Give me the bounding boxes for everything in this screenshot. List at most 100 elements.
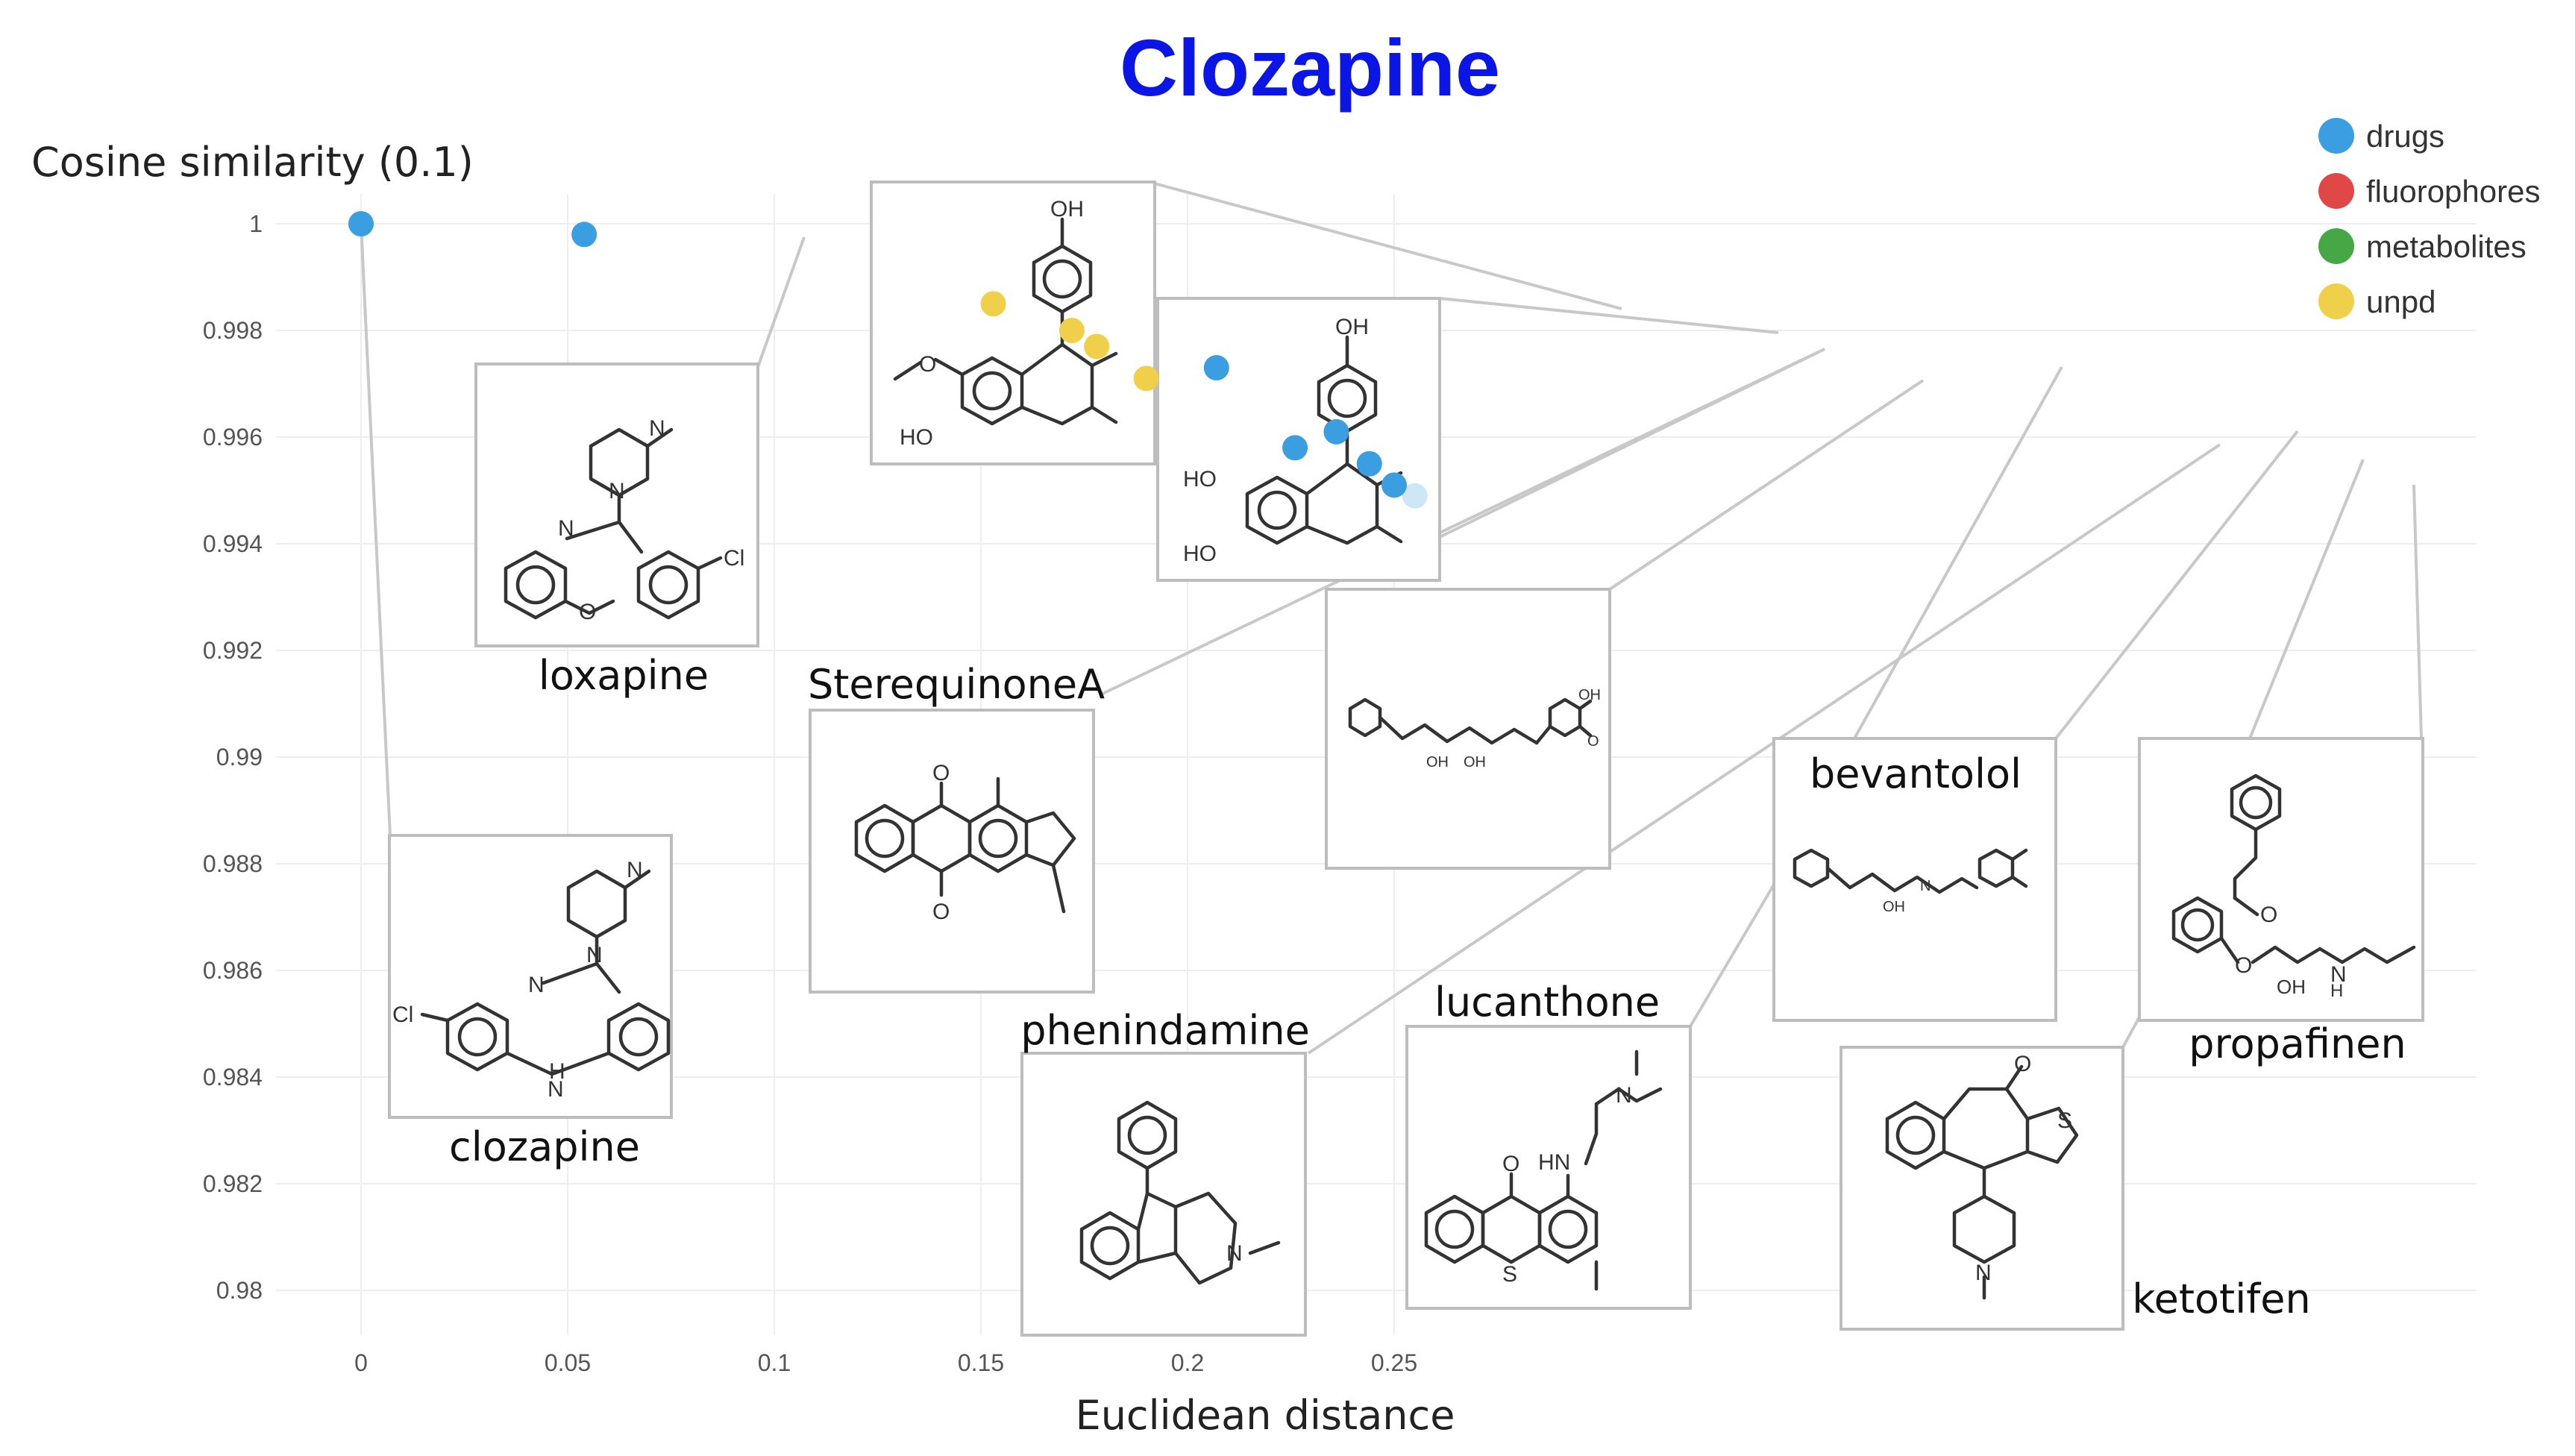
- leader-line-clozapine: [360, 223, 392, 836]
- svg-text:O: O: [2235, 953, 2252, 978]
- x-tick-label: 0.15: [958, 1349, 1004, 1376]
- y-axis-title: Cosine similarity (0.1): [31, 139, 474, 186]
- svg-text:O: O: [932, 761, 950, 785]
- chart-title: Clozapine: [1120, 22, 1500, 113]
- legend-marker-unpd[interactable]: [2318, 283, 2354, 319]
- svg-text:Cl: Cl: [724, 546, 744, 571]
- svg-text:OH: OH: [1883, 899, 1905, 915]
- data-point-drugs[interactable]: [1282, 435, 1308, 461]
- legend-label-unpd: unpd: [2366, 284, 2436, 319]
- leader-line-unpd-3: [1608, 379, 1925, 591]
- svg-text:OH: OH: [1050, 197, 1084, 222]
- legend-label-drugs: drugs: [2366, 119, 2444, 154]
- y-tick-label: 0.992: [203, 637, 263, 664]
- legend-marker-drugs[interactable]: [2318, 118, 2354, 154]
- svg-text:S: S: [1502, 1262, 1517, 1287]
- svg-text:HO: HO: [1183, 542, 1217, 566]
- svg-text:N: N: [558, 516, 574, 541]
- legend-marker-metabolites[interactable]: [2318, 228, 2354, 264]
- data-point-drugs[interactable]: [1356, 451, 1382, 477]
- leader-line-unpd-1: [1154, 182, 1622, 310]
- legend: drugs fluorophores metabolites unpd: [2318, 118, 2540, 319]
- legend-marker-fluorophores[interactable]: [2318, 173, 2354, 209]
- y-tick-label: 0.988: [203, 850, 263, 877]
- x-tick-labels: 0 0.05 0.1 0.15 0.2 0.25: [354, 1349, 1417, 1376]
- svg-text:N: N: [586, 943, 603, 967]
- compound-labels: loxapine SterequinoneA clozapine phenind…: [449, 652, 2406, 1322]
- svg-text:O: O: [579, 600, 596, 624]
- label-bevantolol: bevantolol: [1810, 750, 2022, 797]
- label-lucanthone: lucanthone: [1434, 979, 1660, 1026]
- label-loxapine: loxapine: [539, 652, 709, 699]
- svg-text:H: H: [549, 1059, 565, 1084]
- leader-line-unpd-2: [1439, 297, 1779, 334]
- x-tick-label: 0: [354, 1349, 368, 1376]
- svg-text:HO: HO: [900, 425, 933, 450]
- y-tick-label: 0.982: [203, 1170, 263, 1197]
- structure-ketotifen: O S N: [1839, 1046, 2124, 1331]
- legend-label-metabolites: metabolites: [2366, 229, 2527, 264]
- y-tick-label: 1: [249, 210, 263, 237]
- structure-bevantolol: OH N: [1772, 737, 2057, 1022]
- svg-text:N: N: [1975, 1261, 1992, 1285]
- svg-text:OH: OH: [1578, 687, 1601, 703]
- x-tick-label: 0.1: [758, 1349, 791, 1376]
- data-points: [348, 211, 1428, 509]
- svg-text:N: N: [649, 416, 665, 441]
- leader-lines: [360, 182, 2423, 1055]
- svg-text:O: O: [2014, 1052, 2031, 1076]
- x-tick-label: 0.25: [1371, 1349, 1417, 1376]
- leader-line-sterequinone: [1102, 348, 1825, 695]
- y-tick-label: 0.986: [203, 957, 263, 984]
- svg-text:N: N: [1920, 878, 1931, 894]
- svg-text:N: N: [1616, 1083, 1632, 1108]
- data-point-drugs[interactable]: [1323, 418, 1349, 445]
- label-clozapine: clozapine: [449, 1123, 640, 1170]
- data-point-unpd[interactable]: [1133, 365, 1159, 392]
- y-tick-labels: 0.980.9820.9840.9860.9880.990.9920.9940.…: [203, 210, 263, 1304]
- data-point-unpd[interactable]: [1058, 318, 1085, 343]
- svg-text:OH: OH: [1335, 315, 1369, 339]
- data-point-drugs[interactable]: [571, 222, 598, 248]
- svg-text:N: N: [627, 858, 643, 882]
- x-tick-label: 0.05: [545, 1349, 591, 1376]
- svg-text:Cl: Cl: [392, 1002, 413, 1027]
- data-point-drugs[interactable]: [1203, 355, 1229, 381]
- leader-line-lucanthone-2: [2054, 430, 2299, 740]
- structure-clozapine: N N N N H Cl: [388, 834, 673, 1119]
- data-point-drugs[interactable]: [1402, 483, 1428, 509]
- y-tick-label: 0.994: [203, 530, 263, 557]
- svg-text:H: H: [2330, 981, 2343, 1001]
- structure-lucanthone: O HN N S: [1405, 1025, 1692, 1310]
- legend-label-fluorophores: fluorophores: [2366, 174, 2540, 209]
- structure-unpd-1: OH O HO: [870, 181, 1156, 465]
- svg-text:N: N: [609, 479, 625, 503]
- x-tick-label: 0.2: [1171, 1349, 1204, 1376]
- svg-text:HN: HN: [1538, 1150, 1570, 1175]
- label-propafinen: propafinen: [2189, 1020, 2406, 1067]
- y-tick-label: 0.99: [216, 744, 263, 771]
- leader-line-bevantolol: [1853, 366, 2063, 739]
- structure-phenindamine: N: [1020, 1052, 1307, 1337]
- svg-text:O: O: [2260, 903, 2277, 927]
- y-tick-label: 0.996: [203, 424, 263, 451]
- leader-line-loxapine: [756, 236, 806, 368]
- svg-text:N: N: [1226, 1241, 1243, 1266]
- structure-sterequinonea: O O: [809, 709, 1095, 994]
- svg-text:O: O: [919, 352, 936, 377]
- svg-text:N: N: [528, 973, 545, 997]
- data-point-drugs[interactable]: [1381, 472, 1407, 498]
- svg-text:HO: HO: [1183, 467, 1217, 492]
- svg-text:S: S: [2057, 1108, 2072, 1133]
- label-phenindamine: phenindamine: [1020, 1007, 1310, 1054]
- svg-text:O: O: [1502, 1152, 1519, 1176]
- svg-text:OH: OH: [1426, 754, 1449, 771]
- svg-text:O: O: [1587, 733, 1599, 750]
- data-point-unpd[interactable]: [980, 291, 1006, 317]
- data-point-unpd[interactable]: [1084, 333, 1110, 360]
- structure-loxapine: N N N O Cl: [474, 363, 759, 647]
- data-point-drugs[interactable]: [348, 211, 374, 236]
- y-tick-label: 0.984: [203, 1064, 263, 1091]
